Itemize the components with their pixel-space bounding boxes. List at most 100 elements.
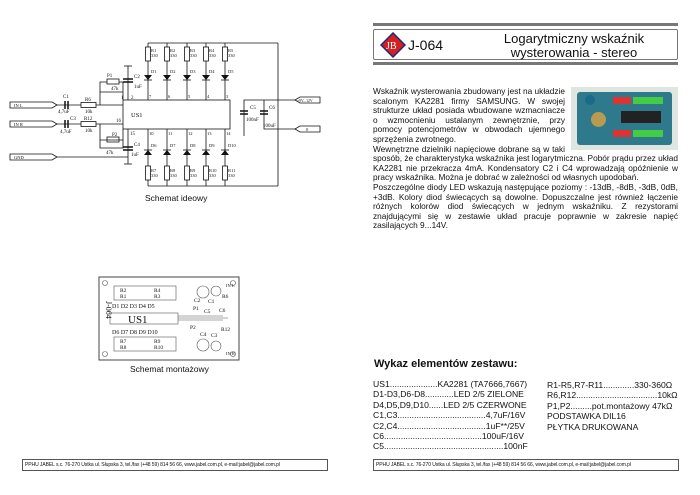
part-item: R6,R12..................................… [547,390,678,401]
c2-value: 1uF [134,85,142,90]
circuit-schematic: R1330D17R2330D26R3330D35R4330D44R5330D53… [9,42,321,187]
schematic-label-pin: 7 [149,94,152,99]
pcb-ic-label: US1 [128,314,148,326]
p1-value: 47k [111,87,119,92]
schematic-label-pin: 14 [226,131,231,136]
schematic-label-r: R4 [209,48,215,53]
resistor [184,165,190,181]
c4-value: 1uF [131,153,139,158]
resistor [164,165,170,181]
c3-value: 4,7uF [60,130,72,135]
schematic-label-r: R9 [190,168,196,173]
pin-16: 16 [116,119,122,124]
led-diode-icon [221,150,229,155]
r12-value: 10k [85,129,93,134]
part-item: C6......................................… [373,431,524,442]
schematic-label-v: 330 [190,173,198,178]
resistor [145,165,151,181]
schematic-label-pin: 13 [207,131,212,136]
input-in-l: IN L [14,103,23,108]
power-plus: +9V...12V [297,99,313,103]
pcb-label: R7 [120,339,127,345]
description: Wskaźnik wysterowania zbudowany jest na … [373,86,678,231]
c1-value: 4,7uF [58,110,70,115]
schematic-label-v: 330 [151,53,159,58]
schematic-label-d: D7 [170,143,176,148]
kit-title: Logarytmiczny wskaźnik wysterowania - st… [479,32,669,60]
c4-label: C4 [134,143,140,148]
schematic-label-d: D6 [151,143,157,148]
kit-code: J-064 [408,37,444,53]
description-paragraph: Poszczególne diody LED wskazują następuj… [373,181,678,231]
pcb-label: R6 [222,294,229,300]
header-box: JB J-064 Logarytmiczny wskaźnik wysterow… [373,29,678,60]
svg-text:JB: JB [386,41,397,52]
c5-label: C5 [250,106,256,111]
schematic-label-d: D9 [209,143,215,148]
schematic-label-pin: 6 [168,94,171,99]
footer-left: PPHU JABEL s.c. 76-270 Ustka ul. Słupska… [22,459,328,471]
pin-1: 1 [121,96,124,101]
resistor [145,46,151,62]
p1-label: P1 [107,74,113,79]
footer-right: PPHU JABEL s.c. 76-270 Ustka ul. Słupska… [373,459,679,471]
schematic-label-r: R11 [228,168,235,173]
pcb-label: IN L [226,283,235,288]
pcb-label: C3 [211,333,218,339]
led-diode-icon [144,75,152,80]
title-line-1: Logarytmiczny wskaźnik [503,31,645,46]
pcb-label: R12 [221,327,230,333]
resistor [222,46,228,62]
schematic-label-r: R10 [209,168,217,173]
r6-label: R6 [85,98,91,103]
led-diode-icon [163,75,171,80]
parts-list-left: US1....................KA2281 (TA7666,76… [373,379,528,452]
c6-value: 100uF [263,124,276,129]
pin-15: 15 [130,132,136,137]
pcb-label: R1 [120,294,127,300]
c3-label: C3 [70,117,76,122]
schematic-label-r: R8 [170,168,176,173]
ic-label: US1 [131,112,143,119]
schematic-label-v: 330 [228,53,236,58]
description-paragraph: Wewnętrzne dzielniki napięciowe dobrane … [373,143,678,183]
parts-list-title: Wykaz elementów zestawu: [374,358,518,370]
resistor [222,165,228,181]
pcb-code: J-064 [104,301,113,319]
schematic-label-v: 330 [151,173,159,178]
c2-label: C2 [134,75,140,80]
pcb-label: C1 [208,299,215,305]
pcb-label: C4 [200,332,207,338]
schematic-label-v: 330 [190,53,198,58]
ic-us1 [122,99,231,130]
part-item: P1,P2.........pot.montażowy 47kΩ [547,400,673,411]
schematic-label-v: 330 [209,53,217,58]
pcb-label: P2 [190,325,196,331]
schematic-label-pin: 12 [188,131,193,136]
part-item: PŁYTKA DRUKOWANA [547,421,639,432]
pcb-label: IN R [226,351,235,356]
pcb-label: R2 [120,288,127,294]
schematic-label-r: R3 [190,48,196,53]
header-bottom-rule [373,62,678,65]
schematic-label-pin: 10 [149,131,154,136]
title-line-2: wysterowania - stereo [510,45,638,60]
power-zero: 0 [306,127,309,132]
part-item: PODSTAWKA DIL16 [547,411,626,422]
schematic-label-pin: 11 [168,131,172,136]
led-diode-icon [202,150,210,155]
led-diode-icon [163,150,171,155]
resistor [203,46,209,62]
resistor [164,46,170,62]
footer-right-text: PPHU JABEL s.c. 76-270 Ustka ul. Słupska… [376,462,631,468]
pcb-label: R10 [154,345,163,351]
part-item: C1,C3...................................… [373,410,526,421]
led-diode-icon [183,150,191,155]
pcb-caption: Schemat montażowy [130,364,209,374]
pcb-label: R4 [154,288,161,294]
